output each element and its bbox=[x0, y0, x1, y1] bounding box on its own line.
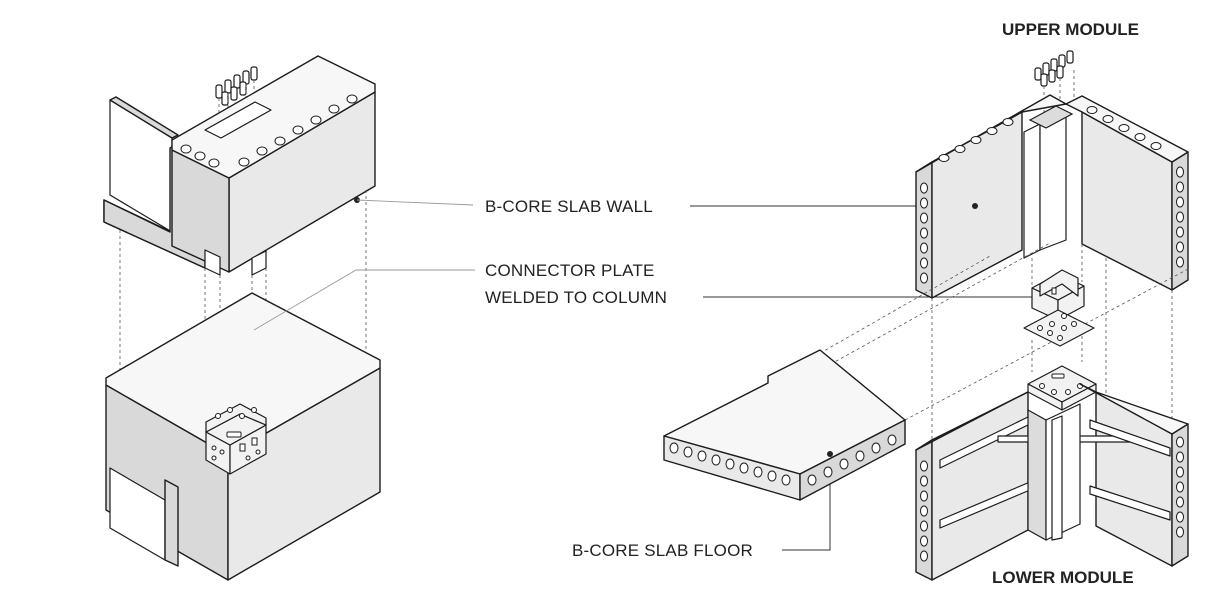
label-slab-floor: B-CORE SLAB FLOOR bbox=[572, 541, 753, 560]
label-connector-line1: CONNECTOR PLATE bbox=[485, 261, 655, 280]
left-assembly bbox=[103, 55, 475, 581]
left-upper-wall-block bbox=[103, 55, 376, 276]
left-upper-cores bbox=[180, 94, 358, 168]
lower-module bbox=[915, 365, 1189, 581]
upper-right-wall-cores bbox=[1086, 106, 1184, 268]
right-connector-plate bbox=[1023, 269, 1095, 347]
lower-module-title: LOWER MODULE bbox=[992, 568, 1134, 587]
lower-left-wall-cores bbox=[920, 460, 928, 562]
left-bolts-icon bbox=[215, 66, 258, 106]
upper-module-title: UPPER MODULE bbox=[1002, 20, 1139, 39]
floor-slab bbox=[663, 349, 906, 501]
floor-slab-cores bbox=[669, 434, 897, 486]
right-assembly: UPPER MODULE bbox=[663, 20, 1191, 587]
lower-right-wall-cores bbox=[1176, 436, 1184, 538]
right-bolts-icon bbox=[1034, 50, 1074, 87]
upper-left-wall-cores bbox=[920, 118, 1014, 284]
label-connector-line2: WELDED TO COLUMN bbox=[485, 288, 667, 307]
upper-module bbox=[915, 94, 1189, 299]
left-lower-wall-block bbox=[105, 292, 381, 581]
label-slab-wall: B-CORE SLAB WALL bbox=[485, 197, 653, 216]
